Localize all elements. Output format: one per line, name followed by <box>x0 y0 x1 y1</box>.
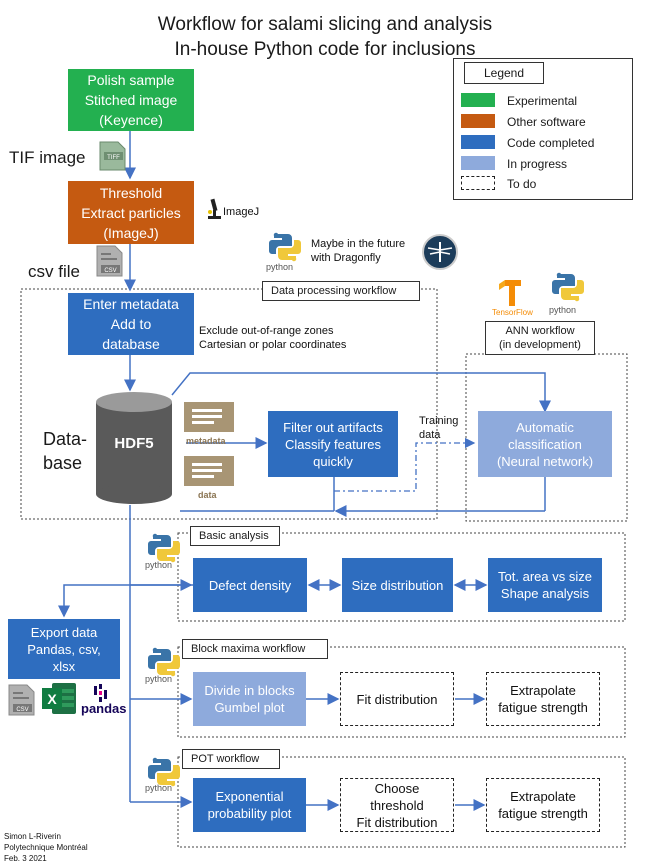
legend-swatch-to-do <box>461 176 495 190</box>
filter-artifacts-box: Filter out artifacts Classify features q… <box>268 411 398 477</box>
future-note: Maybe in the future with Dragonfly <box>311 238 406 264</box>
diagram-subtitle: In-house Python code for inclusions <box>174 39 476 60</box>
excel-icon: X <box>40 681 78 716</box>
tif-file-icon: TIFF <box>98 141 126 171</box>
legend-swatch-in-progress <box>461 156 495 170</box>
csv-export-icon: CSV <box>7 684 35 716</box>
extrapolate-fatigue-box-1: Extrapolate fatigue strength <box>486 672 600 726</box>
dragonfly-logo-icon <box>422 234 458 270</box>
excel-icon-text: X <box>47 691 57 707</box>
data-file-icon <box>184 456 234 486</box>
python-logo-icon <box>147 757 181 793</box>
divide-blocks-box: Divide in blocks Gumbel plot <box>193 672 306 726</box>
tif-image-label: TIF image <box>9 148 86 167</box>
legend-label-in-progress: In progress <box>507 157 568 171</box>
legend-swatch-experimental <box>461 93 495 107</box>
python-logo-icon <box>551 272 585 308</box>
tot-area-box: Tot. area vs size Shape analysis <box>488 558 602 612</box>
python-logo-text: python <box>266 262 294 272</box>
metadata-file-label: metadata <box>186 436 226 446</box>
data-processing-container <box>20 288 438 520</box>
choose-threshold-box: Choose threshold Fit distribution <box>340 778 454 832</box>
block-maxima-container <box>177 646 626 738</box>
data-processing-label: Data processing workflow <box>262 281 420 301</box>
legend-swatch-other-software <box>461 114 495 128</box>
python-logo-icon <box>268 232 302 268</box>
polish-sample-box: Polish sample Stitched image (Keyence) <box>68 69 194 131</box>
exponential-plot-box: Exponential probability plot <box>193 778 306 832</box>
legend-label-to-do: To do <box>507 177 537 191</box>
legend-swatch-code-completed <box>461 135 495 149</box>
author-name: Simon L-Riverin <box>4 832 61 841</box>
export-data-box: Export data Pandas, csv, xlsx <box>8 619 120 679</box>
python-logo-text: python <box>145 560 173 570</box>
tensorflow-label: TensorFlow <box>492 308 533 317</box>
python-logo-text: python <box>145 783 173 793</box>
diagram-title: Workflow for salami slicing and analysis <box>157 14 493 35</box>
block-maxima-label: Block maxima workflow <box>182 639 328 659</box>
data-file-label: data <box>198 490 217 500</box>
csv-file-label: csv file <box>28 262 80 281</box>
python-logo-text: python <box>549 305 577 315</box>
exclude-note: Exclude out-of-range zones Cartesian or … <box>199 325 347 351</box>
author-date: Feb. 3 2021 <box>4 854 47 863</box>
hdf5-database-icon <box>96 392 172 504</box>
extrapolate-fatigue-box-2: Extrapolate fatigue strength <box>486 778 600 832</box>
microscope-icon <box>205 198 223 222</box>
size-distribution-box: Size distribution <box>342 558 453 612</box>
basic-analysis-container <box>177 532 626 622</box>
legend-heading: Legend <box>464 62 544 84</box>
pandas-logo-icon <box>93 684 107 702</box>
automatic-classification-box: Automatic classification (Neural network… <box>478 411 612 477</box>
python-logo-text: python <box>145 674 173 684</box>
legend-label-other-software: Other software <box>507 115 586 129</box>
tensorflow-logo-icon <box>495 276 531 310</box>
enter-metadata-box: Enter metadata Add to database <box>68 293 194 355</box>
ann-workflow-label: ANN workflow (in development) <box>485 321 595 355</box>
defect-density-box: Defect density <box>193 558 307 612</box>
threshold-box: Threshold Extract particles (ImageJ) <box>68 181 194 244</box>
basic-analysis-label: Basic analysis <box>190 526 280 546</box>
legend: Legend Experimental Other software Code … <box>453 58 633 200</box>
python-logo-icon <box>147 647 181 683</box>
pot-workflow-label: POT workflow <box>182 749 280 769</box>
metadata-file-icon <box>184 402 234 432</box>
csv-file-icon: CSV <box>95 245 123 277</box>
author-org: Polytechnique Montréal <box>4 843 88 852</box>
csv-icon-text: CSV <box>104 268 116 274</box>
imagej-label: ImageJ <box>223 206 260 218</box>
training-data-label: Training data <box>419 415 459 441</box>
pandas-label: pandas <box>81 701 127 716</box>
hdf5-label: HDF5 <box>114 435 154 452</box>
legend-label-code-completed: Code completed <box>507 136 595 150</box>
fit-distribution-box: Fit distribution <box>340 672 454 726</box>
tif-icon-text: TIFF <box>107 155 120 161</box>
legend-label-experimental: Experimental <box>507 94 578 108</box>
python-logo-icon <box>147 533 181 569</box>
database-label: Data- base <box>43 429 88 473</box>
csv-export-icon-text: CSV <box>16 707 28 713</box>
